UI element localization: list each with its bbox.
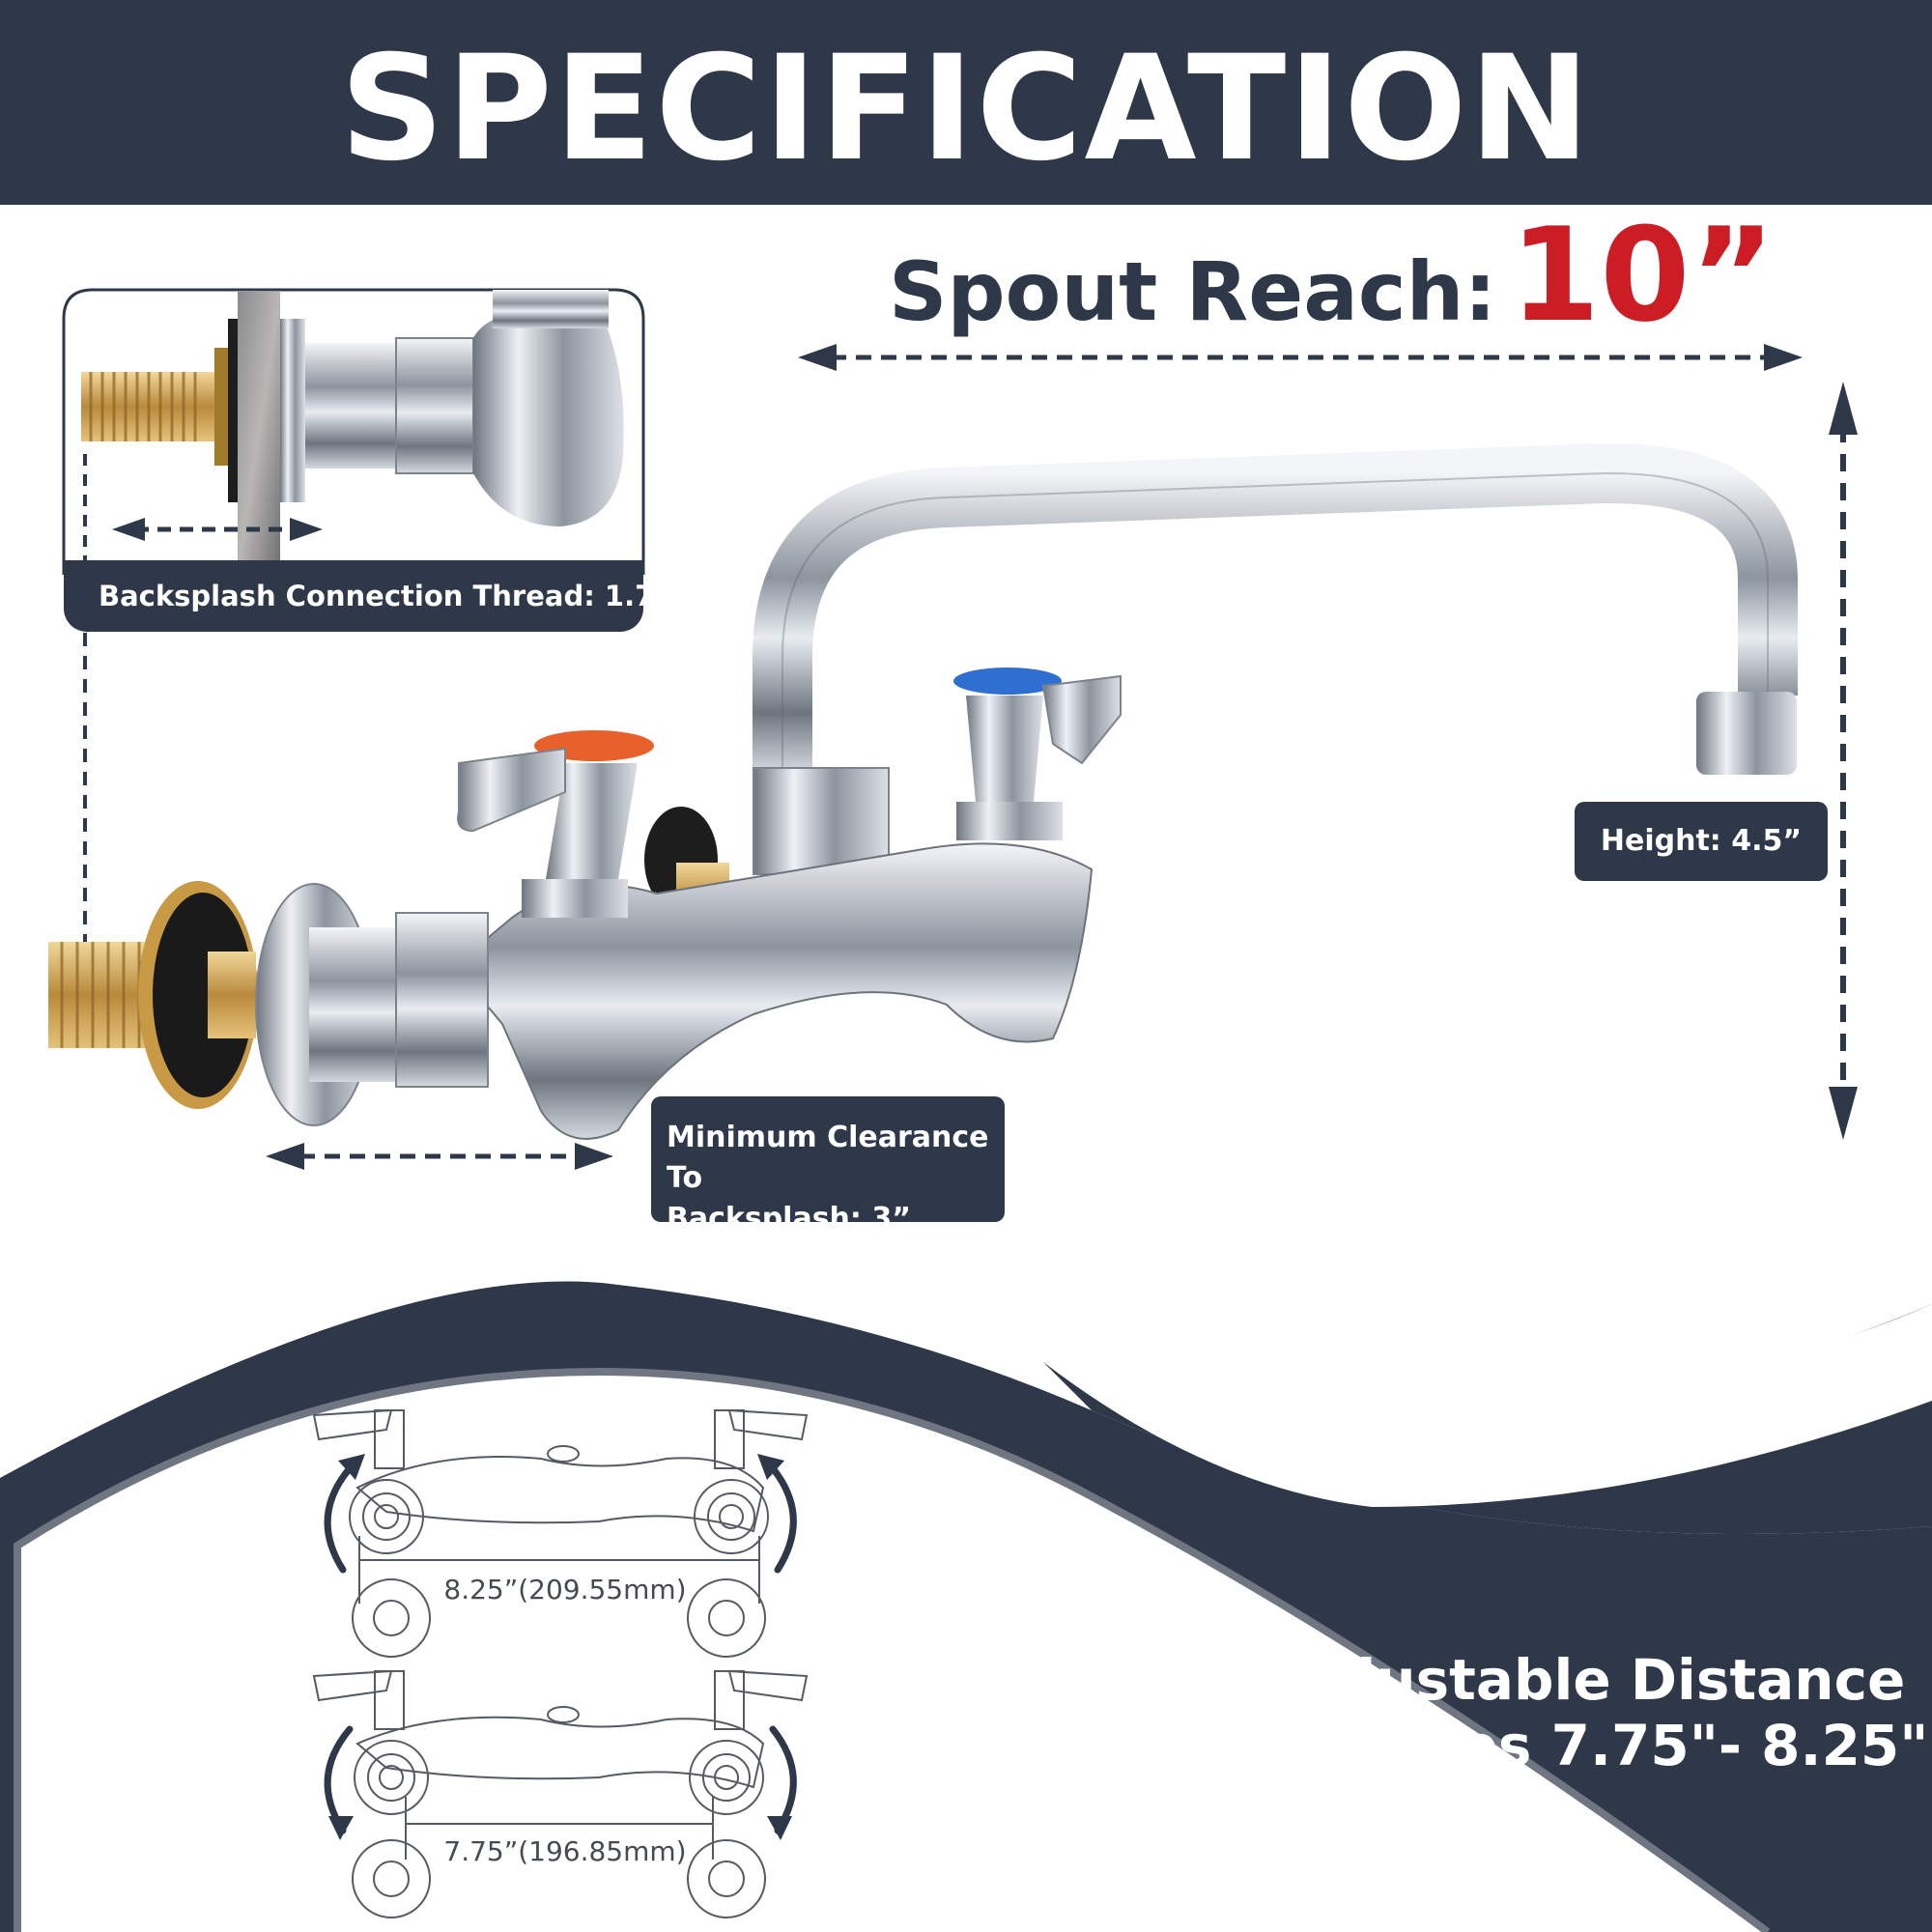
thread-closeup-image: [62, 288, 645, 575]
faucet-image: [48, 442, 1798, 1170]
header-banner: [0, 0, 1932, 205]
adjustable-line-2: of Holes 7.75"- 8.25": [1273, 1713, 1929, 1778]
spout-reach-heading: Spout Reach:10”: [889, 208, 1855, 359]
rotate-arrow-heads: [328, 1454, 792, 1840]
faucet-line-drawing: [312, 1408, 809, 1918]
page-title: SPECIFICATION: [339, 25, 1593, 193]
clearance-line-1: Minimum Clearance To: [667, 1121, 989, 1195]
adjustable-distance-title: Adjustable Distance of Holes 7.75"- 8.25…: [1273, 1647, 1930, 1778]
height-label: Height: 4.5”: [1575, 802, 1828, 881]
clearance-label: Minimum Clearance To Backsplash: 3”: [651, 1096, 1005, 1236]
spout-reach-label: Spout Reach:: [889, 244, 1497, 339]
adjustable-line-1: Adjustable Distance: [1273, 1647, 1906, 1713]
spout-reach-arrow: [798, 344, 1803, 371]
hole-distance-min: 7.75”(196.85mm): [443, 1835, 687, 1867]
hole-distance-max: 8.25”(209.55mm): [443, 1574, 687, 1605]
clearance-line-2: Backsplash: 3”: [667, 1202, 911, 1236]
height-arrow: [1829, 382, 1858, 1140]
spout-reach-value: 10”: [1510, 200, 1776, 351]
bottom-wave: [0, 966, 1932, 1932]
thread-label: Backsplash Connection Thread: 1.77”: [64, 560, 693, 632]
